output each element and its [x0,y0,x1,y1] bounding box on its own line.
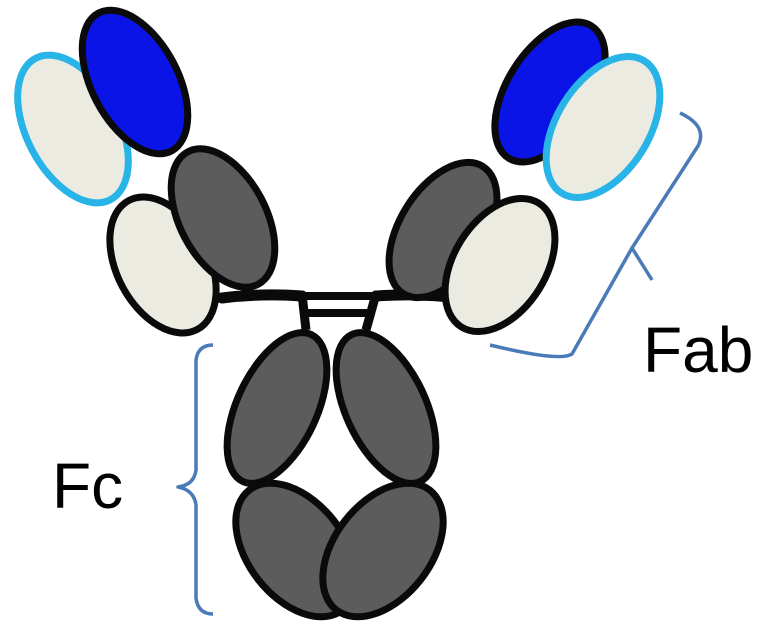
fc-label: Fc [52,450,123,522]
left-ch2-domain [207,318,348,499]
hinge-left-vertical [302,294,306,330]
fab-label: Fab [643,314,753,386]
fc-bracket [178,345,213,614]
right-fab-arm [367,3,684,351]
fc-region [207,318,468,625]
right-ch2-domain [316,318,457,499]
left-hinge-connector [222,295,302,298]
